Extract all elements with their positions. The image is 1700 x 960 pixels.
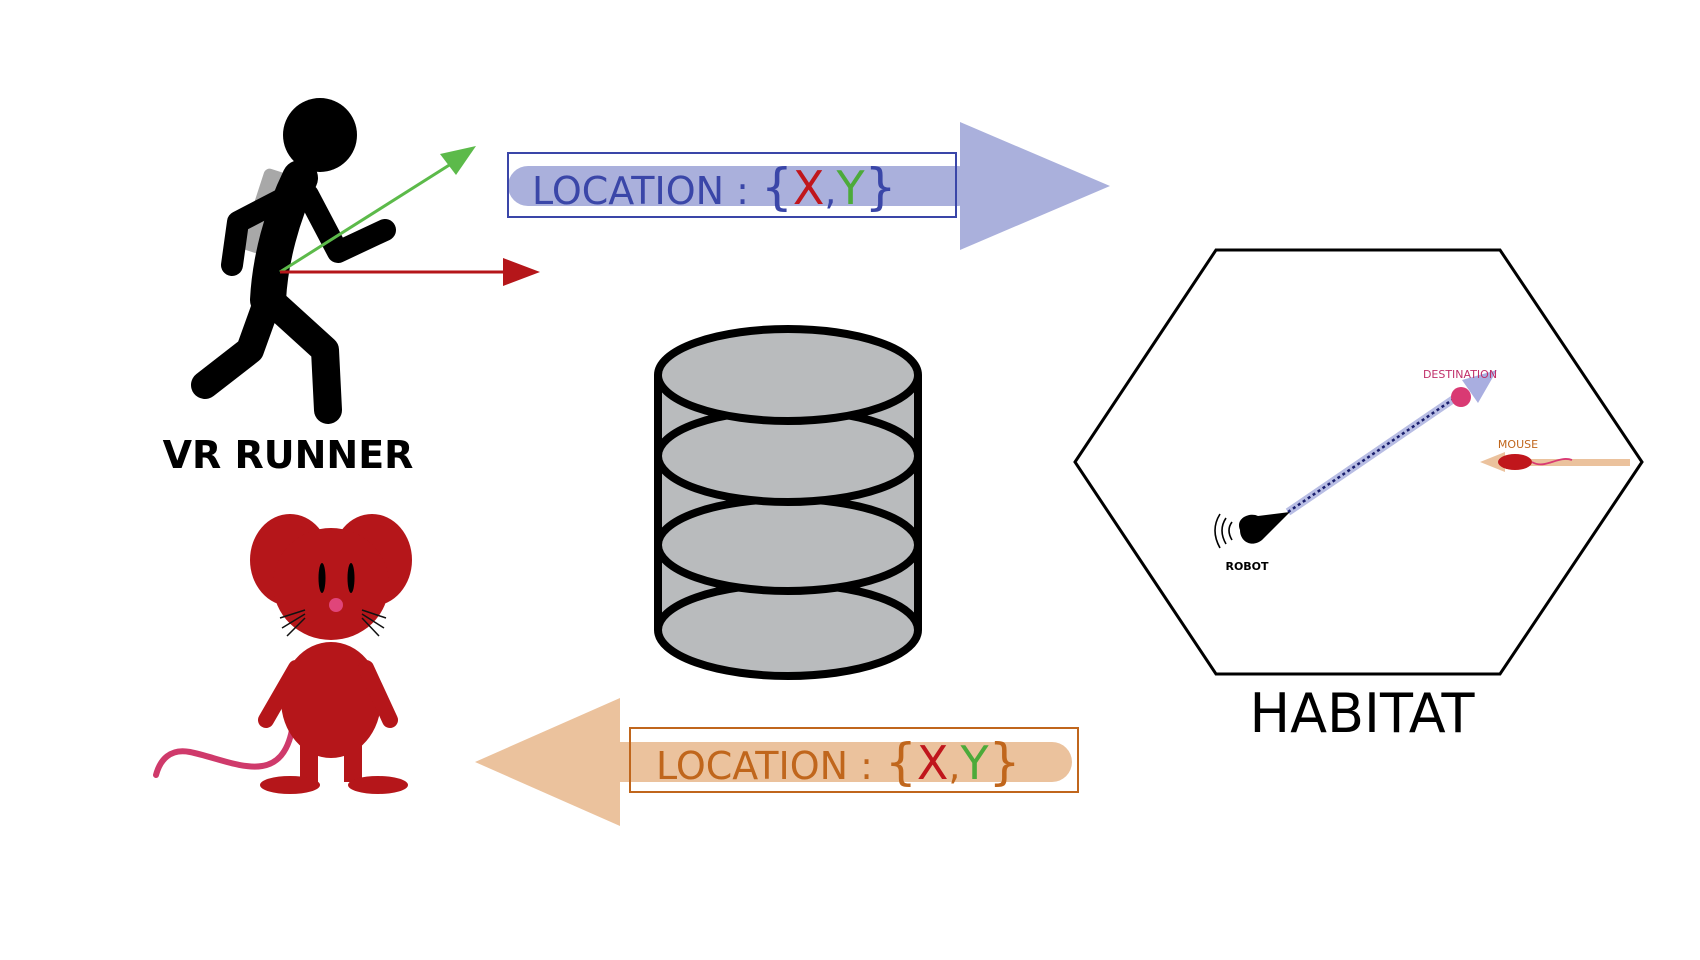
top-location-box: [507, 152, 957, 218]
mouse-right-eye: [347, 563, 355, 593]
vr-runner-figure: [191, 98, 540, 424]
bottom-comma: ,: [948, 744, 960, 788]
runner-front-leg: [256, 286, 342, 424]
runner-back-leg: [191, 286, 282, 399]
mouse-left-foot: [260, 776, 320, 794]
bottom-y-value: Y: [959, 736, 989, 790]
habitat-label: HABITAT: [1249, 682, 1475, 745]
y-axis-arrowhead: [440, 146, 476, 175]
mouse-head: [273, 528, 389, 640]
robot-signal-1: [1228, 521, 1233, 541]
bottom-open-brace: {: [885, 733, 917, 791]
destination-path-dots: [1287, 396, 1456, 514]
destination-label: DESTINATION: [1423, 368, 1497, 381]
x-axis-arrowhead: [503, 258, 540, 286]
mouse-tail: [153, 727, 295, 778]
mouse-left-eye: [318, 563, 326, 593]
top-x-value: X: [793, 161, 825, 215]
destination-arrowhead: [1462, 370, 1497, 403]
database-top-disk: [654, 325, 922, 425]
bottom-arrowhead: [475, 698, 620, 826]
bottom-location-text: LOCATION : {X,Y}: [656, 733, 1020, 791]
mouse-nose: [329, 598, 343, 612]
mouse-trail: [1510, 459, 1630, 466]
runner-back-arm: [221, 184, 301, 276]
top-y-value: Y: [835, 161, 865, 215]
top-location-text: LOCATION : {X,Y}: [532, 158, 896, 216]
bottom-arrow-shaft: [600, 742, 1072, 782]
mouse-left-leg: [300, 740, 318, 782]
mouse-left-arm: [258, 660, 304, 728]
runner-head: [283, 98, 357, 172]
bottom-close-brace: }: [989, 733, 1021, 791]
mouse-trail-arrowhead: [1480, 452, 1505, 472]
database-disk-3: [654, 495, 922, 595]
top-open-brace: {: [761, 158, 793, 216]
robot-body: [1239, 512, 1290, 544]
bottom-location-box: [629, 727, 1079, 793]
database-icon: [654, 325, 922, 680]
mouse-icon: [153, 514, 412, 794]
habitat-mouse-tail: [1531, 458, 1573, 466]
top-location-prefix: LOCATION :: [532, 169, 761, 213]
habitat-mouse-icon: [1498, 454, 1532, 470]
runner-front-arm: [297, 184, 396, 263]
mouse-right-arm: [358, 660, 398, 728]
top-comma: ,: [824, 169, 836, 213]
vr-runner-label: VR RUNNER: [163, 433, 414, 477]
robot-label: ROBOT: [1225, 560, 1269, 573]
top-arrow-shaft: [508, 166, 978, 206]
robot-signal-2: [1221, 517, 1227, 545]
bottom-location-prefix: LOCATION :: [656, 744, 885, 788]
robot-icon: [1214, 512, 1290, 549]
habitat-contents: DESTINATION ROBOT MOUSE: [1214, 368, 1630, 573]
mouse-label: MOUSE: [1498, 438, 1538, 451]
mouse-body: [281, 642, 381, 758]
top-arrowhead: [960, 122, 1110, 250]
mouse-right-foot: [348, 776, 408, 794]
y-axis-arrow: [279, 155, 463, 274]
bottom-x-value: X: [917, 736, 949, 790]
bottom-location-arrow: LOCATION : {X,Y}: [475, 698, 1079, 826]
robot-signal-3: [1214, 513, 1221, 549]
top-close-brace: }: [865, 158, 897, 216]
database-bottom-disk: [654, 580, 922, 680]
mouse-whiskers: [279, 609, 387, 637]
destination-marker: [1451, 387, 1471, 407]
top-location-arrow: LOCATION : {X,Y}: [507, 122, 1110, 250]
mouse-right-leg: [344, 740, 362, 782]
